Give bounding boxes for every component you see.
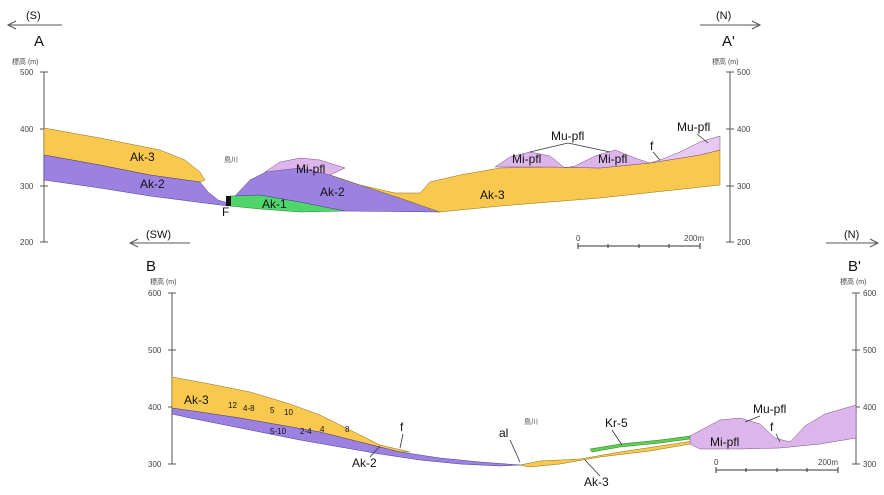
tick-label: 600 (863, 289, 877, 298)
label-mipfl-center: Mi-pfl (296, 162, 325, 176)
scale-bar-a (577, 243, 701, 249)
scale-start: 0 (576, 234, 581, 243)
label-ak2-mid: Ak-2 (320, 185, 345, 199)
direction-label-s: (S) (26, 10, 41, 22)
tick-label: 400 (148, 403, 162, 412)
label-kr5: Kr-5 (605, 416, 628, 430)
fault-marker (226, 196, 231, 206)
tick-label: 600 (148, 289, 162, 298)
borehole-number: 12 (228, 401, 237, 410)
label-ak3-bottom-b: Ak-3 (584, 475, 609, 489)
direction-label-n-b: (N) (844, 229, 859, 241)
endpoint-a-prime: A' (722, 33, 735, 50)
borehole-number: 4-8 (243, 404, 255, 413)
river-label-b: 鳥川 (524, 417, 538, 426)
borehole-number: 4 (320, 425, 325, 434)
layer-ak2-left (43, 154, 229, 207)
borehole-number: 2-4 (300, 427, 312, 436)
label-mipfl-b: Mi-pfl (710, 435, 739, 449)
tick-label: 300 (737, 182, 751, 191)
tick-label: 500 (20, 68, 34, 77)
tick-label: 300 (863, 460, 877, 469)
layer-mupfl-right (649, 135, 721, 164)
endpoint-b-prime: B' (848, 258, 861, 275)
river-label: 鳥川 (224, 155, 238, 164)
direction-arrow-north (700, 20, 762, 30)
tick-label: 400 (20, 125, 34, 134)
label-ak3-right: Ak-3 (480, 188, 505, 202)
scale-start-b: 0 (714, 458, 719, 467)
direction-arrow-north-b (826, 238, 880, 248)
tick-label: 300 (148, 460, 162, 469)
tick-label: 500 (737, 68, 751, 77)
endpoint-b: B (146, 258, 156, 275)
label-mupfl-callout: Mu-pfl (551, 129, 584, 143)
scale-end-b: 200m (818, 458, 838, 467)
axis-title-left-b: 標高 (m) (150, 277, 176, 286)
ticks-left-b: 600 500 400 300 (148, 289, 176, 469)
label-ak3-left-b: Ak-3 (184, 393, 209, 407)
direction-arrow-southwest (128, 238, 190, 248)
layer-ak2-b (171, 407, 521, 467)
label-fault-f2: f (770, 420, 774, 434)
callout-lines (529, 133, 709, 161)
borehole-number: 8 (345, 425, 350, 434)
callout-lines-b (369, 415, 781, 477)
tick-label: 400 (737, 125, 751, 134)
axis-title-left: 標高 (m) (12, 57, 38, 66)
direction-arrow-south (6, 20, 62, 30)
label-ak2-b: Ak-2 (352, 456, 377, 470)
tick-label: 300 (20, 182, 34, 191)
ticks-right: 500 400 300 200 (726, 68, 751, 247)
tick-label: 500 (863, 346, 877, 355)
label-fault-f-upper: f (650, 139, 654, 153)
borehole-labels: 12 4-8 5 10 5-10 2-4 4 8 (228, 401, 350, 436)
borehole-number: 5-10 (270, 427, 287, 436)
scale-end: 200m (684, 234, 704, 243)
scale-bar-b (715, 467, 839, 473)
tick-label: 200 (737, 238, 751, 247)
layer-mipfl-center (264, 157, 346, 176)
label-mupfl-b: Mu-pfl (753, 402, 786, 416)
label-mipfl-right2: Mi-pfl (598, 152, 627, 166)
label-fault-f1: f (400, 420, 404, 434)
borehole-number: 10 (284, 408, 293, 417)
label-al: al (499, 426, 508, 440)
label-ak1: Ak-1 (262, 197, 287, 211)
direction-label-n: (N) (716, 10, 731, 22)
axis-title-right: 標高 (m) (712, 57, 738, 66)
tick-label: 400 (863, 403, 877, 412)
tick-label: 500 (148, 346, 162, 355)
section-a: (S) A (N) A' 標高 (m) 500 400 300 200 標高 (… (6, 10, 762, 249)
borehole-number: 5 (270, 406, 275, 415)
ticks-right-b: 600 500 400 300 (852, 289, 877, 469)
label-fault-f: F (222, 205, 229, 219)
direction-label-sw: (SW) (146, 229, 171, 241)
label-mipfl-right1: Mi-pfl (512, 152, 541, 166)
label-ak2-left: Ak-2 (140, 177, 165, 191)
endpoint-a: A (34, 33, 44, 50)
tick-label: 200 (20, 238, 34, 247)
label-mupfl-right: Mu-pfl (677, 120, 710, 134)
section-b: (SW) B (N) B' 標高 (m) 600 500 400 300 標高 … (128, 229, 880, 489)
label-ak3-left: Ak-3 (130, 150, 155, 164)
layer-mipfl-b (689, 404, 857, 450)
axis-title-right-b: 標高 (m) (840, 277, 866, 286)
